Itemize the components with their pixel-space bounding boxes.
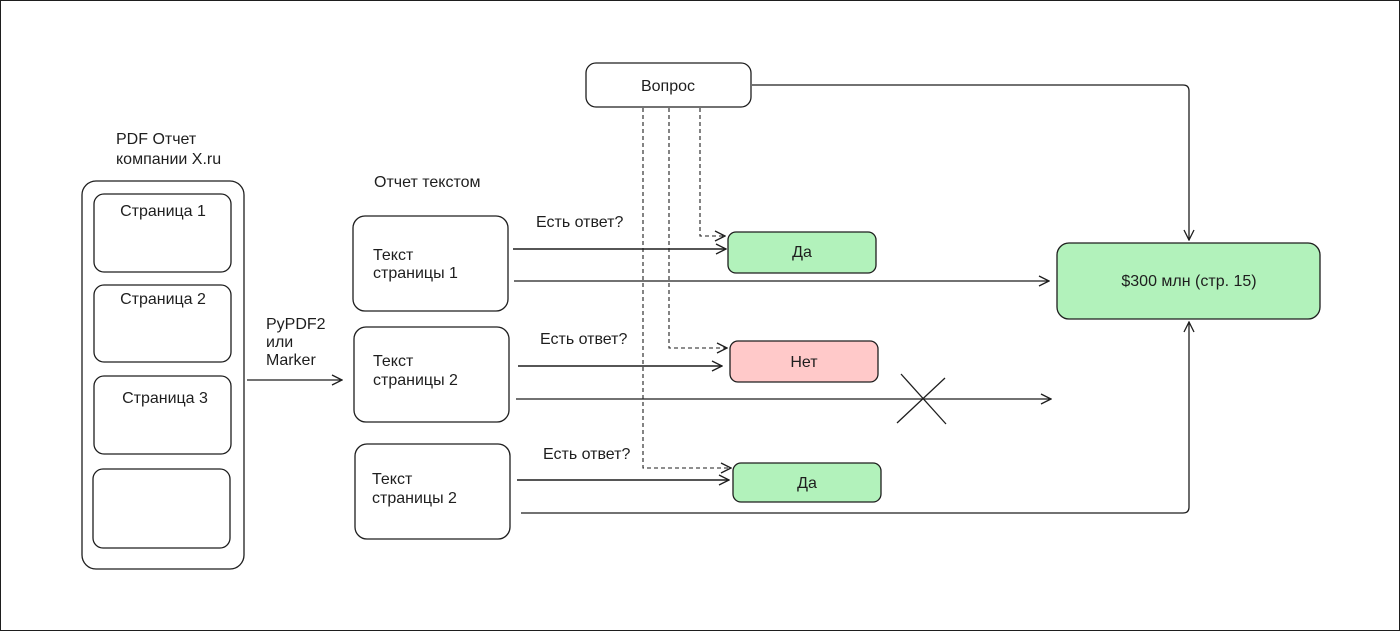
text-block-1-line1: Текст [373,247,414,264]
text-block-1: Текст страницы 1 [352,215,509,312]
pdf-document-container [81,180,245,570]
pdf-page-3: Страница 3 [93,375,232,455]
pdf-title-line1: PDF Отчет [116,131,197,148]
answer-box-1-fill [727,231,877,274]
answer-box-1-label: Да [792,244,812,261]
text-block-3-line1: Текст [372,471,413,488]
question-to-result-arrow [752,84,1189,240]
text-block-2: Текст страницы 2 [353,326,510,423]
pdf-page-1-label: Страница 1 [120,203,206,220]
result-box: $300 млн (стр. 15) [1056,242,1321,320]
answer-prompt-2: Есть ответ? [540,331,627,348]
text-block-3-line2: страницы 2 [372,490,457,507]
question-box: Вопрос [585,62,752,108]
pdf-title-line2: компании X.ru [116,151,221,168]
result-box-label: $300 млн (стр. 15) [1121,273,1256,290]
pdf-page-2: Страница 2 [93,284,232,363]
pdf-page-3-label: Страница 3 [122,390,208,407]
rejected-cross-icon [896,373,947,425]
text-block-2-line1: Текст [373,353,414,370]
converter-line2: или [266,334,293,351]
answer-prompt-3: Есть ответ? [543,446,630,463]
text-report-title: Отчет текстом [374,174,481,191]
answer-box-3-fill [732,462,882,503]
text-3-to-result-arrow [521,322,1189,514]
answer-box-2-fill [729,340,879,383]
pdf-page-2-label: Страница 2 [120,291,206,308]
pdf-page-4 [92,468,231,549]
converter-line3: Marker [266,352,316,369]
answer-box-1: Да [727,231,877,274]
answer-prompt-1: Есть ответ? [536,214,623,231]
answer-box-3-label: Да [797,475,817,492]
pdf-page-1: Страница 1 [93,193,232,273]
answer-box-3: Да [732,462,882,503]
question-box-label: Вопрос [641,78,695,95]
question-to-answer-2-connector [668,108,727,348]
question-to-answer-3-connector [642,108,731,468]
text-block-1-line2: страницы 1 [373,265,458,282]
answer-box-2: Нет [729,340,879,383]
text-block-3: Текст страницы 2 [354,443,511,540]
converter-line1: PyPDF2 [266,316,326,333]
text-block-2-line2: страницы 2 [373,372,458,389]
result-box-fill [1056,242,1321,320]
question-to-answer-1-connector [699,108,725,236]
answer-box-2-label: Нет [790,354,818,371]
